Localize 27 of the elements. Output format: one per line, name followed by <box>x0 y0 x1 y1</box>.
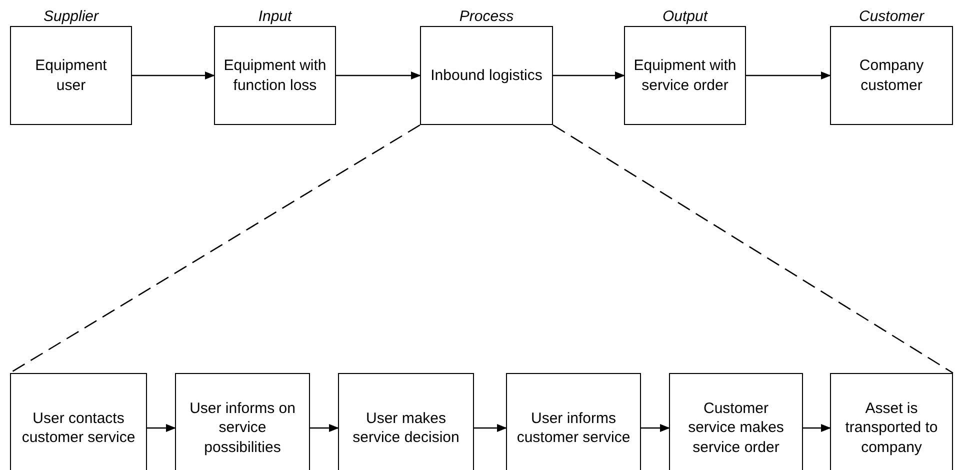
box-label: Equipment with function loss <box>223 56 327 95</box>
dashed-line <box>10 124 420 374</box>
column-heading: Supplier <box>43 8 99 25</box>
dashed-line <box>552 124 954 374</box>
box-label: User makes service decision <box>352 408 460 448</box>
column-heading: Input <box>258 8 292 25</box>
box-label: Company customer <box>858 56 925 95</box>
arrow <box>746 72 831 80</box>
box-label: Equipment user <box>34 56 108 95</box>
column-heading: Output <box>662 8 708 25</box>
arrow <box>310 424 339 432</box>
arrow <box>147 424 176 432</box>
arrow <box>641 424 670 432</box>
box-label: Asset is transported to company <box>844 398 939 458</box>
column-heading: Process <box>459 8 514 25</box>
box-label: Customer service makes service order <box>687 398 785 458</box>
box-label: User contacts customer service <box>20 408 136 448</box>
arrow <box>474 424 507 432</box>
column-heading: Customer <box>858 8 924 25</box>
box-label: Inbound logistics <box>430 66 542 86</box>
box-label: User informs customer service <box>516 408 632 448</box>
arrow <box>553 72 625 80</box>
arrow <box>803 424 831 432</box>
arrow <box>336 72 421 80</box>
box-label: User informs on service possibilities <box>188 398 296 458</box>
box-label: Equipment with service order <box>633 56 737 95</box>
arrow <box>132 72 215 80</box>
